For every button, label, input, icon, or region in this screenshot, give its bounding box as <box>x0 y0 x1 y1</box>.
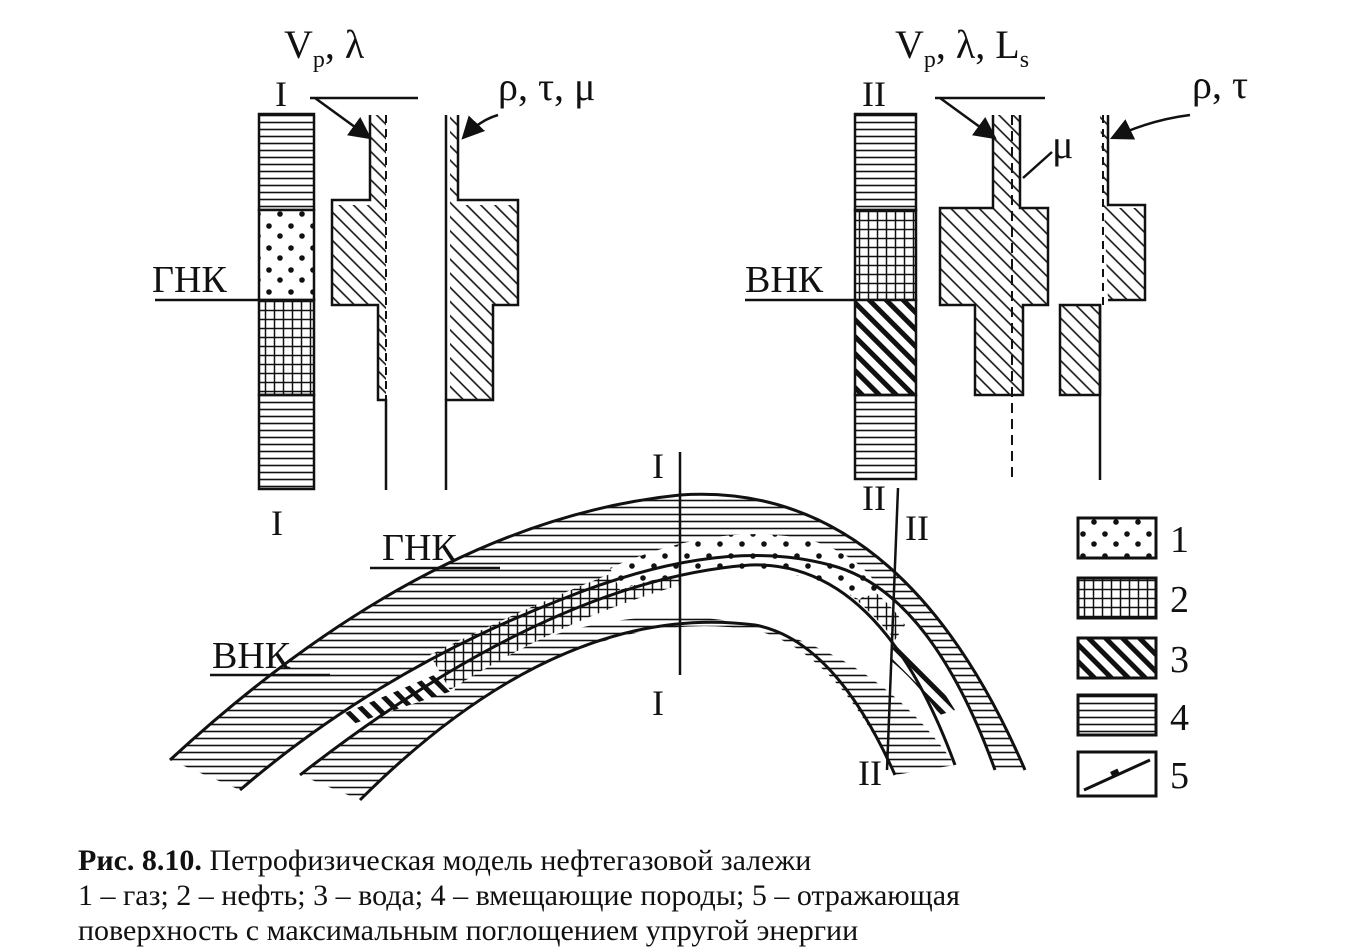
reservoir-water-left <box>340 668 455 725</box>
well-1-right-leader <box>461 113 499 140</box>
legend-horizontal-swatch <box>1076 693 1158 737</box>
well-1-gnk-label: ГНК <box>152 259 227 301</box>
well-1-vp-lambda-log-curve <box>330 115 388 490</box>
legend-grid-swatch <box>1076 576 1158 620</box>
section-line-1-top-label: I <box>652 446 664 486</box>
base-boundary-curve <box>358 620 897 802</box>
legend-item-3-label: 3 <box>1170 639 1189 681</box>
anticline-cross-section <box>168 492 1027 802</box>
well-2-right-leader <box>1109 113 1191 140</box>
well-2-mu-label: μ <box>1052 122 1073 167</box>
section-gnk-label: ГНК <box>382 527 457 569</box>
section-line-2-bottom-label: II <box>858 753 882 793</box>
section-line-2 <box>885 487 900 771</box>
legend-item-4-label: 4 <box>1170 697 1189 739</box>
well-2-host-rock-top <box>853 112 918 212</box>
reservoir-top-curve <box>239 554 997 792</box>
caption-legend-line-2: поверхность с максимальным поглощением у… <box>78 914 859 947</box>
legend-item-1-label: 1 <box>1170 519 1189 561</box>
well-2-vp-lambda-ls-log-curve <box>938 115 1013 397</box>
reservoir-gas-cap <box>610 534 880 600</box>
well-1-rho-tau-mu-log-curve <box>444 115 520 490</box>
upper-host-rock-band <box>170 494 1025 790</box>
legend-water-swatch <box>1076 636 1158 680</box>
well-2-oil-layer <box>853 208 918 302</box>
section-line-1-bottom-label: I <box>652 683 664 723</box>
well-2-vp-lambda-ls-log-fill <box>940 115 1048 395</box>
well-2-rho-tau-upper-curve <box>1106 115 1147 302</box>
well-1-rho-tau-mu-log-fill <box>450 115 518 400</box>
well-1-host-rock-bottom <box>257 393 316 491</box>
well-1-params-right-label: ρ, τ, μ <box>498 64 595 109</box>
caption-figure-number: Рис. 8.10. <box>78 844 202 877</box>
well-2-host-rock-bottom <box>853 393 918 481</box>
section-vnk-label: ВНК <box>212 635 291 677</box>
well-2-leader-arrow <box>939 96 997 140</box>
well-2-params-right-label: ρ, τ <box>1192 62 1248 107</box>
well-1-vp-lambda-log-fill <box>332 115 386 400</box>
well-1-params-left-label: Vp, λ <box>284 22 365 73</box>
figure-caption: Рис. 8.10. Петрофизическая модель нефтег… <box>78 843 1343 948</box>
legend-dots-swatch <box>1076 516 1158 560</box>
well-1-oil-layer <box>257 298 316 397</box>
well-2-section-top-label: II <box>862 74 886 114</box>
lower-host-rock-band <box>300 616 955 800</box>
legend-item-5-label: 5 <box>1170 755 1189 797</box>
petrophysical-model-figure: ГНК I I Vp, λ ρ, τ, μ ВНК II Vp, λ, Ls μ… <box>152 22 1248 802</box>
well-1-section-top-label: I <box>275 74 287 114</box>
well-2-rho-tau-upper-fill <box>1100 115 1145 300</box>
well-2-water-layer <box>853 298 918 397</box>
well-2-params-left-label: Vp, λ, Ls <box>895 22 1029 73</box>
caption-legend-line-1: 1 – газ; 2 – нефть; 3 – вода; 4 – вмещаю… <box>78 879 960 912</box>
well-1-column <box>257 112 316 491</box>
legend-item-2-label: 2 <box>1170 579 1189 621</box>
reservoir-water-right <box>890 640 955 715</box>
legend-reflector-marker <box>1110 768 1120 778</box>
well-2-mu-leader <box>1022 151 1053 179</box>
well-1-leader-arrow <box>314 96 372 140</box>
well-2-column <box>853 112 918 481</box>
legend: 1 2 3 4 5 <box>1076 516 1189 798</box>
caption-title: Петрофизическая модель нефтегазовой зале… <box>201 844 812 877</box>
caption-title-line: Рис. 8.10. Петрофизическая модель нефтег… <box>78 843 1343 878</box>
section-line-2-top-label-a: II <box>862 478 886 518</box>
well-2-mu-log-curve <box>1013 115 1050 397</box>
well-1-gas-layer <box>257 208 316 302</box>
reservoir-bottom-curve <box>299 563 957 777</box>
well-2-rho-tau-lower-fill <box>1058 303 1102 397</box>
well-2-vnk-label: ВНК <box>745 259 824 301</box>
well-1-section-bottom-label: I <box>271 503 283 543</box>
well-1-host-rock-top <box>257 112 316 212</box>
section-line-2-top-label-b: II <box>905 508 929 548</box>
